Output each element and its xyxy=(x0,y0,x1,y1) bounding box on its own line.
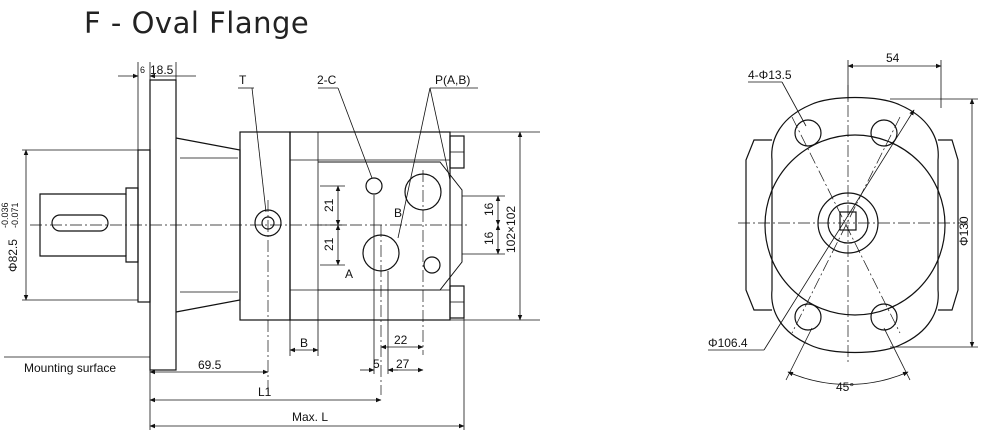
port-B-label: B xyxy=(394,206,402,220)
angle-45-label: 45° xyxy=(836,380,854,394)
bolt-hole-tl xyxy=(794,119,822,147)
leader-P-B xyxy=(397,87,431,239)
dim-L1-label: L1 xyxy=(258,385,272,399)
dim-102-label: 102×102 xyxy=(504,206,518,253)
port-C-top xyxy=(365,177,383,195)
shaft-keyway xyxy=(51,214,109,232)
rotor-body xyxy=(289,131,451,321)
dim-B-label: B xyxy=(300,336,308,350)
bolt-hole-bl xyxy=(794,303,822,331)
side-lug-right xyxy=(938,139,959,311)
port-manifold xyxy=(318,161,463,291)
dim-27-label: 27 xyxy=(396,357,410,371)
leader-P-A xyxy=(429,87,451,181)
dim-54-label: 54 xyxy=(886,51,900,65)
page-title: F - Oval Flange xyxy=(84,6,310,40)
pilot-circle xyxy=(764,134,946,316)
housing xyxy=(239,131,291,321)
bolt-hole-tr xyxy=(870,119,898,147)
front-view-labels: 54 4-Φ13.5 Φ130 Φ106.4 45° xyxy=(708,51,971,394)
port-A-label: A xyxy=(345,267,353,281)
label-PAB: P(A,B) xyxy=(435,73,470,87)
oval-flange xyxy=(771,96,939,354)
holes-label: 4-Φ13.5 xyxy=(748,68,792,82)
port-C-bottom xyxy=(423,256,441,274)
shaft-dia-label: Φ82.5 xyxy=(6,239,20,272)
label-T: T xyxy=(239,73,247,87)
dim-130-label: Φ130 xyxy=(957,216,971,246)
mounting-surface-label: Mounting surface xyxy=(24,361,116,375)
dim-18-5-label: 18.5 xyxy=(150,63,174,77)
dim-21-top-label: 21 xyxy=(322,198,336,212)
dim-69-5-label: 69.5 xyxy=(198,358,222,372)
dim-line-106-4 xyxy=(763,109,915,351)
shaft-tol-upper: -0.036 xyxy=(0,202,10,228)
dim-16-top-label: 16 xyxy=(482,202,496,216)
dim-16-bottom-label: 16 xyxy=(482,231,496,245)
dim-5-label: 5 xyxy=(373,357,380,371)
dim-maxL-label: Max. L xyxy=(292,410,328,424)
dim-22-label: 22 xyxy=(394,333,408,347)
dim-21-bottom-label: 21 xyxy=(322,237,336,251)
side-lug-left xyxy=(745,139,772,311)
shaft-tol-lower: -0.071 xyxy=(10,202,20,228)
pilot xyxy=(137,149,151,303)
leader-2C xyxy=(337,87,373,179)
angle-arc-45 xyxy=(787,371,909,385)
bolt-hole-br xyxy=(870,303,898,331)
side-view-labels: 6 18.5 T 2-C P(A,B) B A 21 21 16 16 102×… xyxy=(0,63,518,424)
front-view xyxy=(745,96,959,354)
dim-106-4-label: Φ106.4 xyxy=(708,336,748,350)
dim-6-label: 6 xyxy=(140,65,145,75)
leader-T xyxy=(251,87,267,213)
label-2C: 2-C xyxy=(317,73,337,87)
